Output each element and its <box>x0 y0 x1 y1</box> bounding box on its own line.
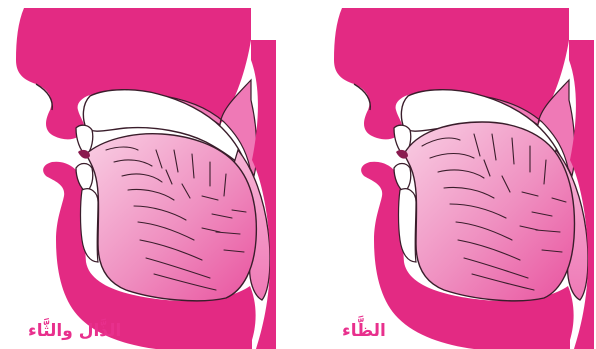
articulation-caption: الظَّاء <box>342 321 386 341</box>
vocal-tract-sagittal-section <box>6 0 278 349</box>
vocal-tract-sagittal-section <box>324 0 596 349</box>
articulation-diagram-dha: الظَّاء <box>324 0 596 349</box>
articulation-caption: الذَّال والثَّاء <box>28 321 121 341</box>
articulation-diagram-dhal-tha: الذَّال والثَّاء <box>6 0 278 349</box>
